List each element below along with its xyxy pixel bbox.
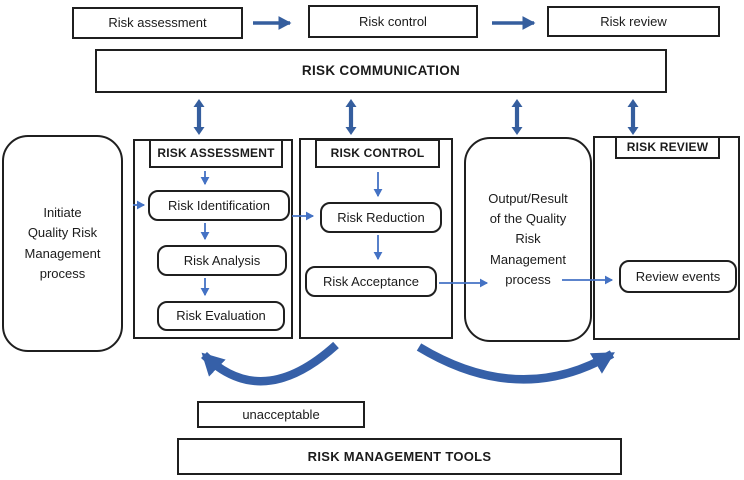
risk-acceptance-box: Risk Acceptance xyxy=(305,266,437,297)
output-result-box: Output/Result of the Quality Risk Manage… xyxy=(464,137,592,342)
review-events-box: Review events xyxy=(619,260,737,293)
risk-evaluation-box: Risk Evaluation xyxy=(157,301,285,331)
risk-identification-box: Risk Identification xyxy=(148,190,290,221)
risk-review-header: RISK REVIEW xyxy=(615,136,720,159)
unacceptable-label-box: unacceptable xyxy=(197,401,365,428)
risk-control-section xyxy=(299,138,453,339)
unacceptable-feedback-arrow xyxy=(201,341,339,386)
risk-reduction-box: Risk Reduction xyxy=(320,202,442,233)
risk-analysis-box: Risk Analysis xyxy=(157,245,287,276)
communication-double-arrow-4 xyxy=(627,99,639,135)
risk-assessment-header: RISK ASSESSMENT xyxy=(149,139,283,168)
communication-double-arrow-3 xyxy=(511,99,523,135)
control-to-review-curved-arrow xyxy=(416,343,615,384)
communication-double-arrow-2 xyxy=(345,99,357,135)
risk-control-header: RISK CONTROL xyxy=(315,139,440,168)
top-flow-box-risk-assessment: Risk assessment xyxy=(72,7,243,39)
initiate-process-box: Initiate Quality Risk Management process xyxy=(2,135,123,352)
top-flow-box-risk-review: Risk review xyxy=(547,6,720,37)
top-flow-box-risk-control: Risk control xyxy=(308,5,478,38)
risk-communication-box: RISK COMMUNICATION xyxy=(95,49,667,93)
risk-review-section xyxy=(593,136,740,340)
communication-double-arrow-1 xyxy=(193,99,205,135)
risk-management-tools-box: RISK MANAGEMENT TOOLS xyxy=(177,438,622,475)
